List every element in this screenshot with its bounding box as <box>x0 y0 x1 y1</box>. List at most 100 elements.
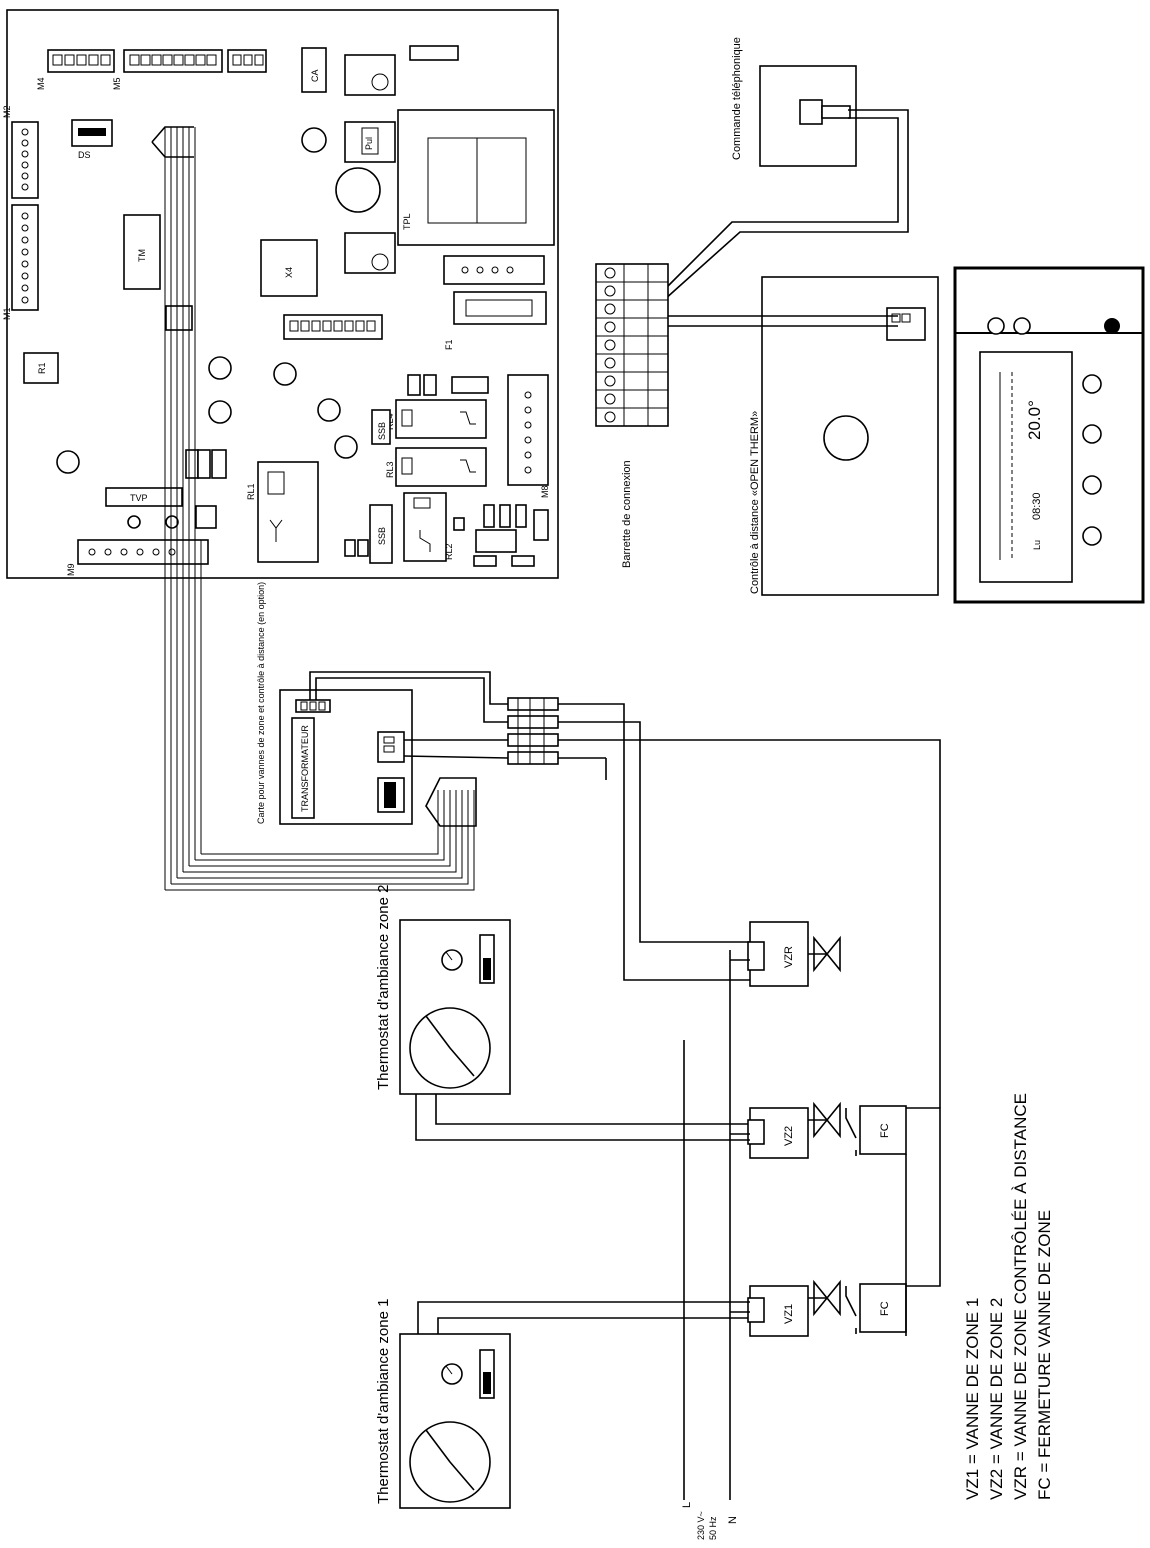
zone-card-label: Carte pour vannes de zone et contrôle à … <box>256 582 266 824</box>
label-rl2: RL2 <box>444 543 454 560</box>
wire-tel-1 <box>663 109 909 301</box>
wire-ta1-1 <box>417 1301 750 1334</box>
thermostat-zone1-label: Thermostat d'ambiance zone 1 <box>375 1299 392 1504</box>
legend-vz1: VZ1 = VANNE DE ZONE 1 <box>963 1298 982 1500</box>
fc1-label: FC <box>879 1301 891 1316</box>
wire-card-to-terminal-4 <box>403 755 509 759</box>
connector-m10 <box>443 255 545 285</box>
connector-small-2 <box>511 555 535 567</box>
trimmer-4 <box>317 398 341 422</box>
trimmer-5 <box>334 435 358 459</box>
component-dfn <box>475 529 517 553</box>
board-transformer: TPL <box>397 109 555 246</box>
fc2-label: FC <box>879 1123 891 1138</box>
jumper-circle <box>301 127 327 153</box>
device-button-1[interactable] <box>987 317 1005 335</box>
connector-ds: DS <box>71 119 113 160</box>
label-m2: M2 <box>2 105 12 118</box>
label-tvp: TVP <box>130 493 148 503</box>
trimmer-6 <box>56 450 80 474</box>
led-3 <box>344 539 356 557</box>
label-r1: R1 <box>37 362 47 374</box>
wire-card-to-terminal-2 <box>315 677 508 723</box>
label-ssb2: SSB <box>377 527 387 545</box>
label-rl1: RL1 <box>246 483 256 500</box>
component-r1 <box>23 352 59 384</box>
device-button-2[interactable] <box>1013 317 1031 335</box>
connector-m8: M8 <box>507 374 550 498</box>
wire-card-to-terminal-1 <box>309 671 508 705</box>
component-ssb2 <box>369 504 393 564</box>
component-ssb <box>371 409 391 445</box>
led-5 <box>453 517 465 531</box>
component-vtf <box>533 509 549 541</box>
zone-card-terminals <box>507 697 559 765</box>
component-ntc <box>451 376 489 394</box>
label-tpl: TPL <box>402 213 412 230</box>
label-m4: M4 <box>36 77 46 90</box>
wire-fc-common <box>558 739 941 1108</box>
thermostat-zone2: Thermostat d'ambiance zone 2 <box>375 885 511 1095</box>
pul-component: Pul <box>344 121 396 163</box>
device-button-4[interactable] <box>1082 374 1102 394</box>
wire-ta2-2 <box>435 1094 748 1125</box>
connection-strip: Barrette de connexion <box>595 263 669 568</box>
ribbon-cable <box>151 126 477 891</box>
device-button-7[interactable] <box>1082 526 1102 546</box>
led-2 <box>423 374 437 396</box>
label-m5: M5 <box>112 77 122 90</box>
led-1 <box>407 374 421 396</box>
led-7 <box>499 504 511 528</box>
supply-freq: 50 Hz <box>708 1516 718 1540</box>
screw-1 <box>127 515 141 529</box>
label-rl3: RL3 <box>385 461 395 478</box>
label-x4: X4 <box>284 267 294 278</box>
led-6 <box>483 504 495 528</box>
component-small <box>195 505 217 529</box>
label-ca: CA <box>310 69 320 82</box>
component-pin <box>211 449 227 479</box>
potentiometer-p2 <box>344 232 396 274</box>
pin-1 <box>185 449 199 479</box>
telephone-label-1: Commande téléphonique <box>731 37 743 160</box>
supply-voltage: 230 V~ <box>696 1511 706 1540</box>
trimmer-2 <box>273 362 297 386</box>
wire-ta2-1 <box>415 1094 750 1141</box>
wire-ta1-2 <box>437 1317 748 1334</box>
device-button-5[interactable] <box>1082 424 1102 444</box>
device-button-3[interactable] <box>1104 318 1120 334</box>
valve-vzr: VZR <box>747 921 841 987</box>
legend-vzr: VZR = VANNE DE ZONE CONTRÔLÉE À DISTANCE <box>1011 1093 1030 1500</box>
pin-2 <box>197 449 211 479</box>
potentiometer-p1 <box>344 45 459 96</box>
supply-l: L <box>681 1502 693 1508</box>
label-tm: TM <box>137 249 147 262</box>
relay-rl3: RL3 <box>385 447 487 487</box>
label-m9: M9 <box>66 563 76 576</box>
label-ds: DS <box>78 150 91 160</box>
screw-2 <box>165 515 179 529</box>
opentherm-remote: Contrôle à distance «OPEN THERM» <box>749 276 939 596</box>
label-f1: F1 <box>444 339 454 350</box>
valve-vz2: VZ2 <box>747 1101 841 1159</box>
relay-rl4: RL4 <box>385 399 487 439</box>
limit-switch-fc-zone1: FC <box>845 1283 907 1334</box>
wire-fc-loop <box>906 1107 941 1287</box>
zone-card-transformer: TRANSFORMATEUR <box>300 725 310 812</box>
valve-vz1: VZ1 <box>747 1279 841 1337</box>
label-m1: M1 <box>2 307 12 320</box>
component-x4 <box>260 239 318 297</box>
display-time: 08:30 <box>1031 492 1043 520</box>
connector-m7 <box>165 305 193 331</box>
relay-rl2: RL2 <box>403 492 454 562</box>
device-button-6[interactable] <box>1082 475 1102 495</box>
supply-n: N <box>727 1516 739 1524</box>
connector-m1: M1 <box>2 204 39 320</box>
label-ssb: SSB <box>377 422 387 440</box>
mains-supply: L 230 V~ 50 Hz N <box>681 950 739 1540</box>
zone-valve-card: TRANSFORMATEUR Carte pour vannes de zone… <box>256 582 413 825</box>
valve-vz2-label: VZ2 <box>783 1126 795 1146</box>
connector-m6 <box>227 49 267 73</box>
valve-vz1-label: VZ1 <box>783 1304 795 1324</box>
